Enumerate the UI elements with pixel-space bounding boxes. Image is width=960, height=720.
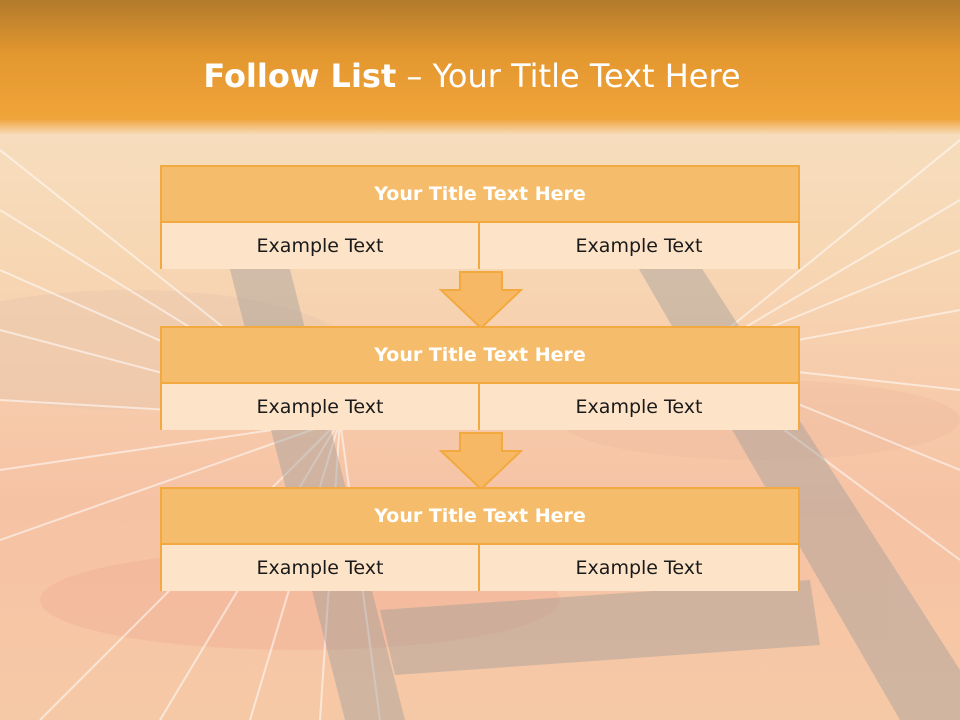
step-1-title: Your Title Text Here <box>162 167 798 223</box>
step-2-title: Your Title Text Here <box>162 328 798 384</box>
down-arrow-icon <box>439 271 523 330</box>
step-1-right-text: Example Text <box>480 223 798 269</box>
down-arrow-icon <box>439 432 523 491</box>
slide-title: Follow List – Your Title Text Here <box>0 56 944 96</box>
title-bar <box>0 0 960 135</box>
step-box-3: Your Title Text Here Example Text Exampl… <box>160 487 800 591</box>
step-3-right-text: Example Text <box>480 545 798 591</box>
step-3-left-text: Example Text <box>162 545 480 591</box>
step-2-left-text: Example Text <box>162 384 480 430</box>
step-2-right-text: Example Text <box>480 384 798 430</box>
step-3-title: Your Title Text Here <box>162 489 798 545</box>
slide-title-bold: Follow List <box>203 57 397 95</box>
step-1-left-text: Example Text <box>162 223 480 269</box>
slide-title-rest: – Your Title Text Here <box>396 57 741 95</box>
step-box-1: Your Title Text Here Example Text Exampl… <box>160 165 800 269</box>
step-box-2: Your Title Text Here Example Text Exampl… <box>160 326 800 430</box>
